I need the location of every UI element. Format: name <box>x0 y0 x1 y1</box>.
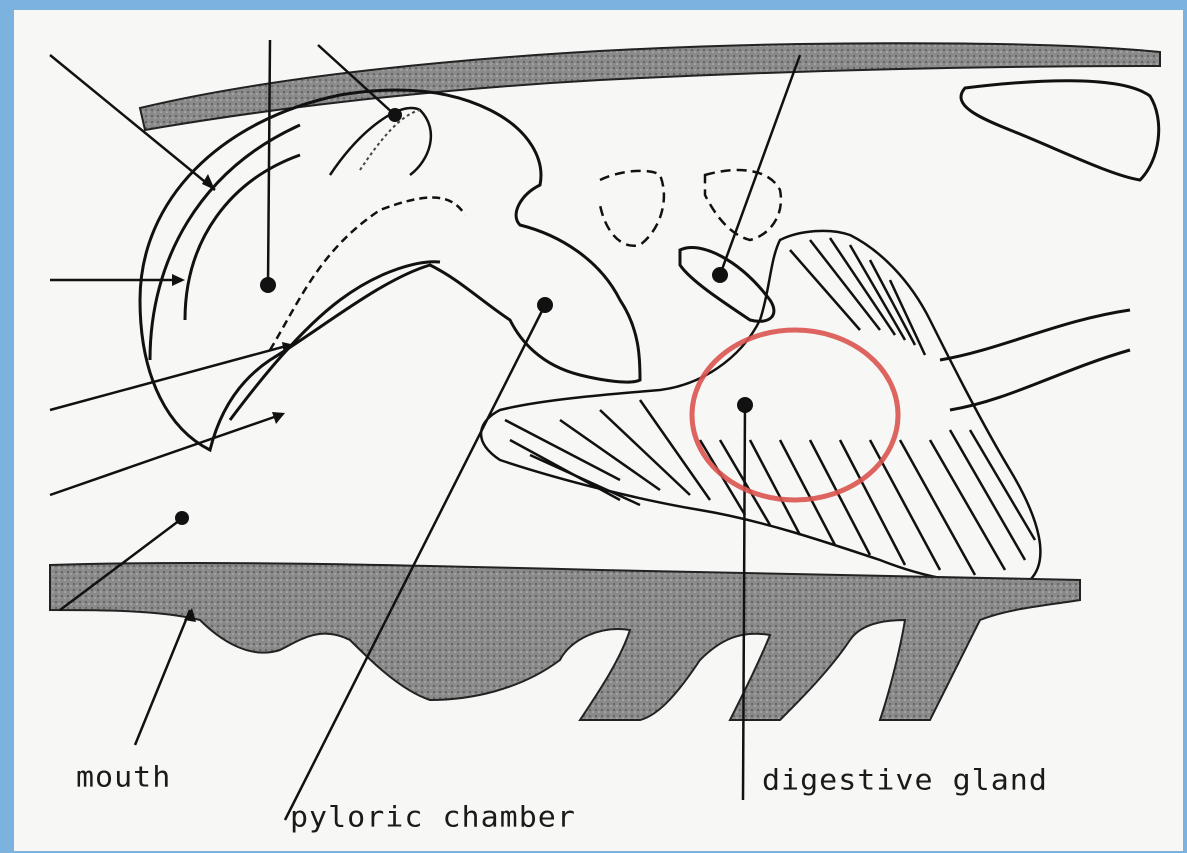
intestine-upper <box>940 310 1130 360</box>
stomach-outline <box>140 90 640 450</box>
label-pyloric-chamber: pyloric chamber <box>290 801 576 834</box>
dashed-vessel-1 <box>600 171 664 246</box>
label-digestive-gland: digestive gland <box>762 764 1048 797</box>
label-mouth: mouth <box>76 761 171 794</box>
upper-right-lobe <box>961 81 1159 180</box>
inner-wall-arc-1 <box>150 125 300 360</box>
intestine-lower <box>950 350 1130 410</box>
ventral-wall-band <box>50 563 1080 720</box>
dorsal-wall-band <box>140 43 1160 130</box>
dashed-fold <box>270 198 465 351</box>
leader-dots <box>175 108 753 525</box>
dashed-vessel-2 <box>705 170 781 240</box>
red-circle-annotation <box>692 330 898 500</box>
inner-crest <box>330 108 431 175</box>
